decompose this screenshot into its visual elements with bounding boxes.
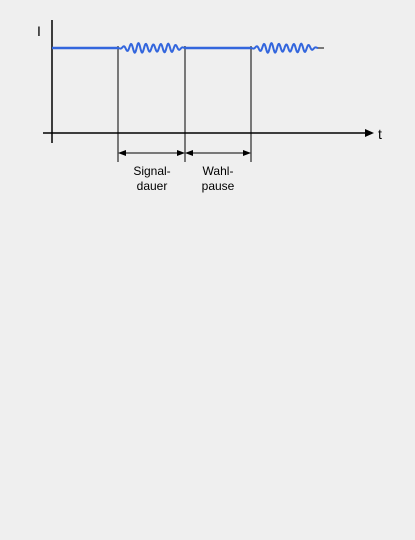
signal-duration-label-line1: Signal-: [133, 164, 170, 178]
signal-duration-label-line2: dauer: [137, 179, 168, 193]
x-axis-arrowhead: [365, 129, 374, 137]
dial-pause-label-line2: pause: [202, 179, 235, 193]
signal-burst-2: [250, 41, 319, 54]
y-axis-label: I: [37, 23, 41, 39]
signal-burst-1: [117, 41, 186, 54]
dial-pause-label-line1: Wahl-: [203, 164, 234, 178]
x-axis-label: t: [378, 126, 382, 142]
